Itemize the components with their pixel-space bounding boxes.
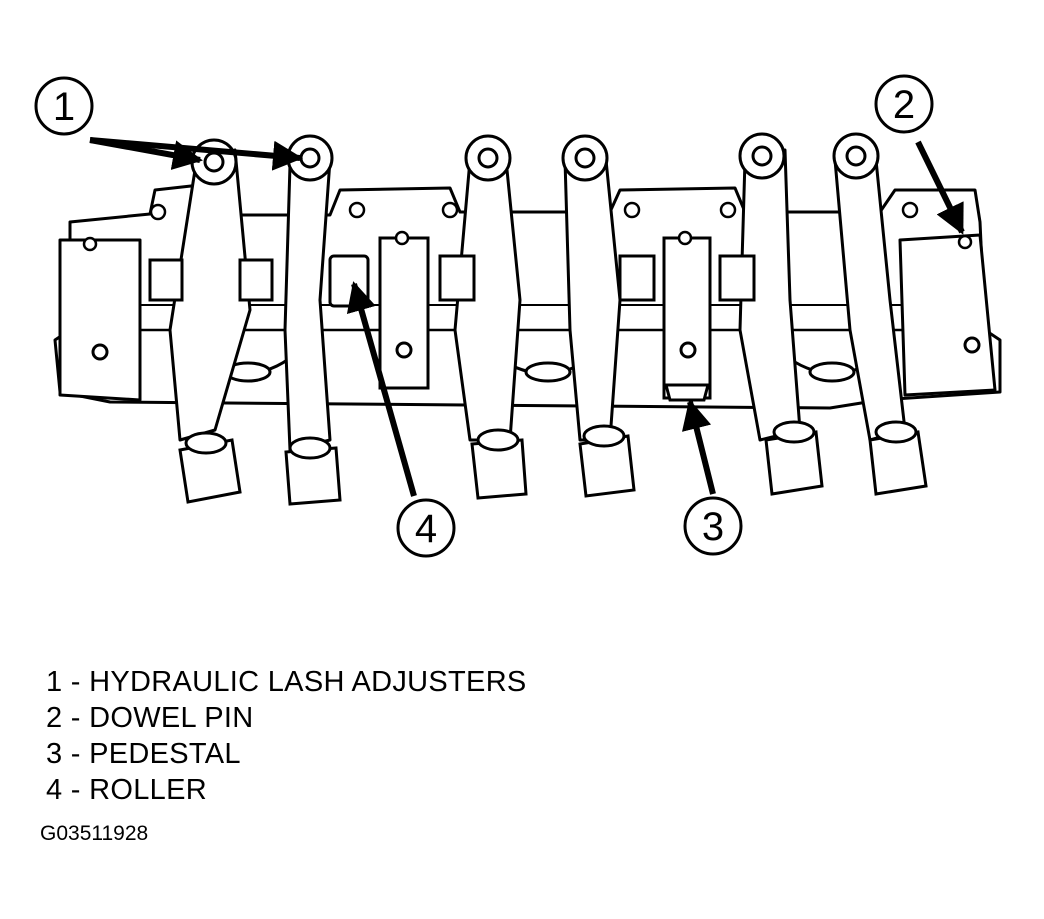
callout-4: 4 <box>396 498 456 558</box>
legend-item: 1 - HYDRAULIC LASH ADJUSTERS <box>46 666 527 698</box>
callout-3: 3 <box>683 496 743 556</box>
callout-2: 2 <box>874 74 934 134</box>
rocker-arm-assembly-illustration: 1 2 3 4 <box>34 74 1002 558</box>
pedestals <box>378 236 712 402</box>
rollers <box>148 254 756 308</box>
svg-text:2: 2 <box>893 83 915 127</box>
rail-bolt-holes <box>149 201 919 221</box>
legend-item: 2 - DOWEL PIN <box>46 702 254 734</box>
leader-arrow-2 <box>915 140 965 235</box>
legend-item: 3 - PEDESTAL <box>46 738 241 770</box>
svg-text:3: 3 <box>702 505 724 549</box>
callout-1: 1 <box>34 76 94 136</box>
dowel-pins <box>82 230 973 252</box>
figure-id: G03511928 <box>40 822 149 845</box>
legend: 1 - HYDRAULIC LASH ADJUSTERS 2 - DOWEL P… <box>46 664 527 808</box>
leader-arrow-1b <box>89 137 303 171</box>
svg-text:1: 1 <box>53 85 75 129</box>
leader-arrow-4 <box>346 281 417 497</box>
leader-arrows <box>89 137 965 497</box>
lash-adjuster-feet <box>178 420 928 506</box>
leader-arrow-3 <box>681 399 716 495</box>
legend-item: 4 - ROLLER <box>46 774 207 806</box>
svg-text:4: 4 <box>415 507 437 551</box>
